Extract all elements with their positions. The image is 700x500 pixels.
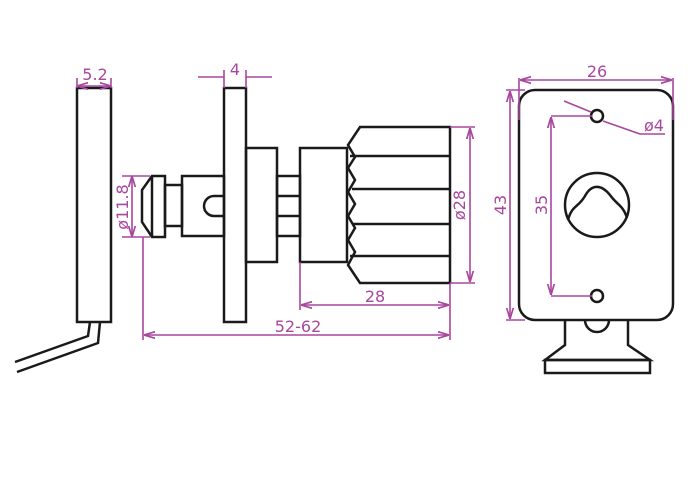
dim-52-62: 52-62 [275,317,322,336]
dim-43: 43 [491,195,510,215]
dim-35: 35 [532,195,551,215]
assembly-front-view: 4 ø11.8 ø28 28 52-62 [113,60,475,340]
dim-4: 4 [230,60,240,79]
end-view: 26 43 35 ø4 [491,62,675,375]
dim-hole-diameter: ø4 [644,116,664,135]
dim-28: 28 [365,287,385,306]
dim-5-2: 5.2 [82,65,107,84]
side-plate-view: 5.2 [14,65,113,374]
dim-shaft-diameter: ø11.8 [113,184,132,229]
dim-knob-diameter: ø28 [450,190,469,220]
dim-26: 26 [587,62,607,81]
